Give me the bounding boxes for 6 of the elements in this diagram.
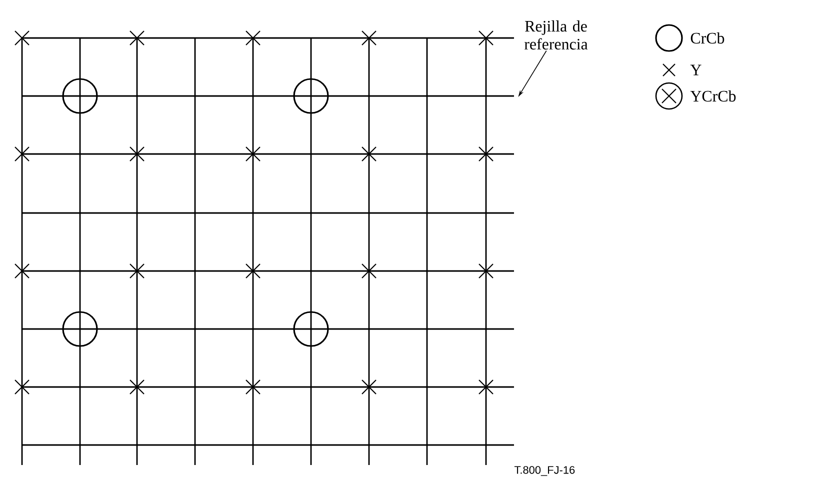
legend-text: Y xyxy=(690,64,702,76)
figure-id: T.800_FJ-16 xyxy=(514,466,575,476)
legend-text: CrCb xyxy=(690,32,724,44)
callout-text: Rejilla de referencia xyxy=(524,20,588,50)
legend-text: YCrCb xyxy=(690,90,736,102)
reference-grid xyxy=(21,37,515,466)
